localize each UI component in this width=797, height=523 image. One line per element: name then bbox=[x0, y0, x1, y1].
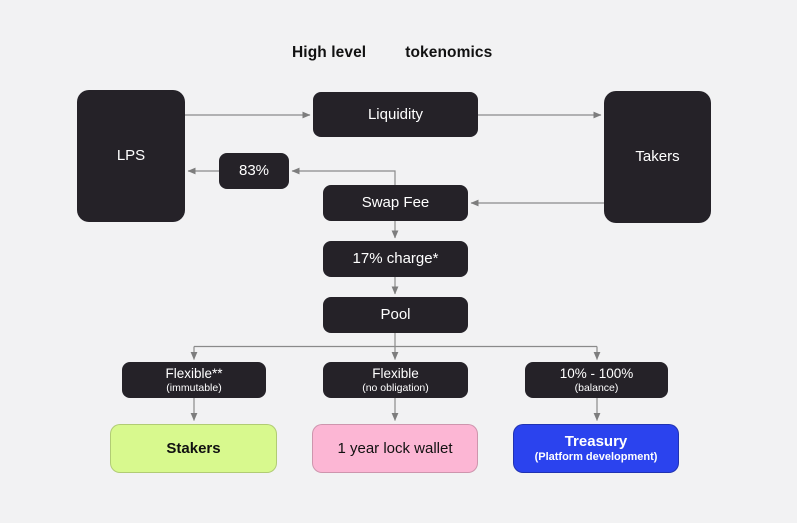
node-17-percent-charge-label: 17% charge* bbox=[352, 250, 439, 268]
node-stakers-label: Stakers bbox=[166, 439, 221, 457]
node-takers-label: Takers bbox=[635, 148, 680, 166]
node-liquidity-label: Liquidity bbox=[367, 105, 424, 123]
diagram-title-part2: tokenomics bbox=[405, 44, 493, 61]
node-pool-label: Pool bbox=[380, 306, 411, 324]
node-flexible-immutable: Flexible** (immutable) bbox=[122, 362, 266, 398]
diagram-title: High level tokenomics bbox=[292, 44, 492, 62]
node-swap-fee-label: Swap Fee bbox=[361, 194, 430, 212]
node-83-percent: 83% bbox=[219, 153, 289, 189]
node-pool: Pool bbox=[323, 297, 468, 333]
node-treasury: Treasury (Platform development) bbox=[513, 424, 679, 473]
diagram-title-part1: High level bbox=[292, 44, 367, 61]
node-flexible-no-obligation-label: Flexible bbox=[372, 365, 419, 381]
node-balance-range-label: 10% - 100% bbox=[559, 365, 634, 381]
node-swap-fee: Swap Fee bbox=[323, 185, 468, 221]
node-1-year-lock-wallet-label: 1 year lock wallet bbox=[337, 439, 453, 457]
node-lps: LPS bbox=[77, 90, 185, 222]
arrow-swapfee-to-83 bbox=[291, 167, 396, 185]
node-flexible-no-obligation: Flexible (no obligation) bbox=[323, 362, 468, 398]
node-liquidity: Liquidity bbox=[313, 92, 478, 137]
node-1-year-lock-wallet: 1 year lock wallet bbox=[312, 424, 478, 473]
node-flexible-no-obligation-sublabel: (no obligation) bbox=[362, 382, 429, 395]
node-treasury-label: Treasury bbox=[564, 433, 628, 451]
node-17-percent-charge: 17% charge* bbox=[323, 241, 468, 277]
node-stakers: Stakers bbox=[110, 424, 277, 473]
node-treasury-sublabel: (Platform development) bbox=[534, 451, 658, 464]
node-takers: Takers bbox=[604, 91, 711, 223]
node-lps-label: LPS bbox=[116, 147, 146, 165]
node-83-percent-label: 83% bbox=[238, 162, 270, 180]
node-balance-range: 10% - 100% (balance) bbox=[525, 362, 668, 398]
node-balance-range-sublabel: (balance) bbox=[574, 382, 619, 395]
node-flexible-immutable-sublabel: (immutable) bbox=[166, 382, 222, 395]
node-flexible-immutable-label: Flexible** bbox=[165, 365, 223, 381]
